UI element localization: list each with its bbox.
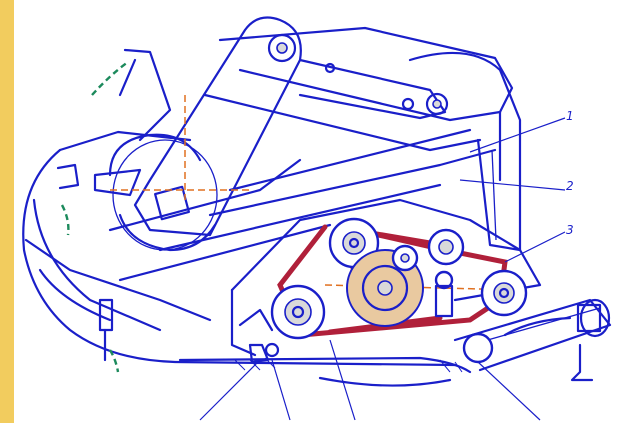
pulley-idler <box>391 244 419 272</box>
callout-leaders <box>199 117 566 421</box>
callout-3-label: 3 <box>566 223 574 237</box>
inclined-frame <box>108 26 542 357</box>
pulley-upper-right <box>427 228 465 266</box>
callout-2-label: 2 <box>566 179 574 193</box>
callout-1-label: 1 <box>566 109 574 123</box>
pulley-upper-left <box>328 217 380 269</box>
tensioner <box>434 270 454 318</box>
pulley-right <box>480 269 528 317</box>
grain-flow-path <box>60 61 129 373</box>
pulley-lower-left <box>270 284 326 340</box>
housing-outline <box>22 130 457 367</box>
discharge-auger <box>453 298 612 382</box>
reel-drum <box>56 48 218 362</box>
crank-arm <box>133 16 449 237</box>
